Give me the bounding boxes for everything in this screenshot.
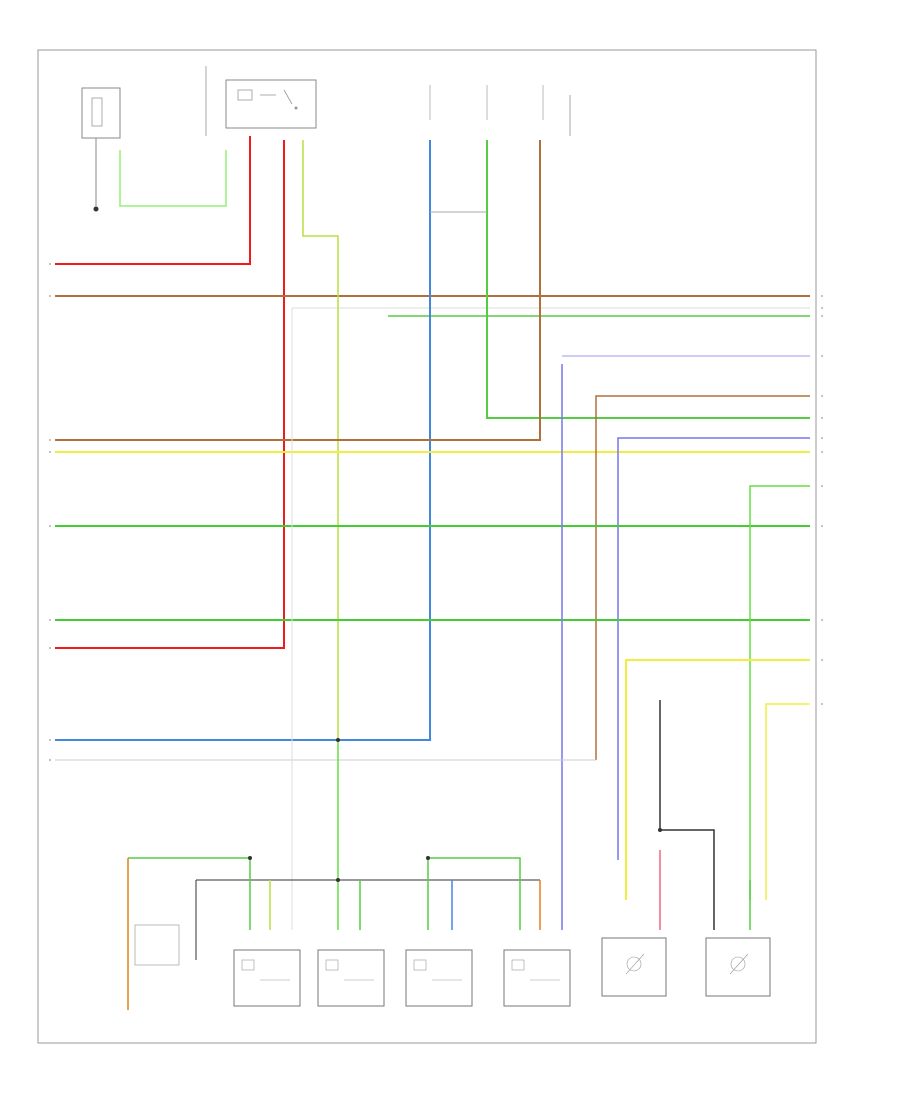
wire-green-v	[486, 140, 810, 419]
wire-brown-v	[55, 140, 541, 441]
coil-green-bar	[128, 857, 251, 930]
wire-yellowgreen-v	[302, 140, 339, 740]
wire-brown-2	[595, 395, 810, 760]
ignition-coil-1	[233, 949, 301, 1007]
wire-violet-2	[617, 437, 810, 860]
fuse-block	[81, 87, 121, 139]
wire-red-2	[55, 140, 285, 649]
wire-green-right	[749, 485, 810, 900]
splice-dots	[94, 207, 662, 882]
left-pin-markers	[49, 263, 51, 761]
right-pin-markers	[821, 295, 823, 705]
diagram-frame	[37, 49, 817, 1044]
ignition-coil-2	[317, 949, 385, 1007]
sensor-left	[601, 937, 667, 997]
suppressor-box	[134, 924, 180, 966]
wire-yellow-right	[625, 659, 810, 900]
wire-red-1	[55, 136, 251, 265]
wire-black-v	[659, 700, 715, 930]
top-splice-symbols	[429, 85, 571, 136]
sensor-right	[705, 937, 771, 997]
ignition-coil-3	[405, 949, 473, 1007]
wire-blue-v	[55, 140, 431, 741]
relay-block	[225, 79, 317, 129]
ignition-coil-4	[503, 949, 571, 1007]
wire-lightgreen-top	[119, 150, 227, 207]
ground-symbol	[93, 138, 99, 212]
wire-yellow-right-2	[765, 703, 810, 900]
coil-green-bar-2	[428, 857, 521, 930]
